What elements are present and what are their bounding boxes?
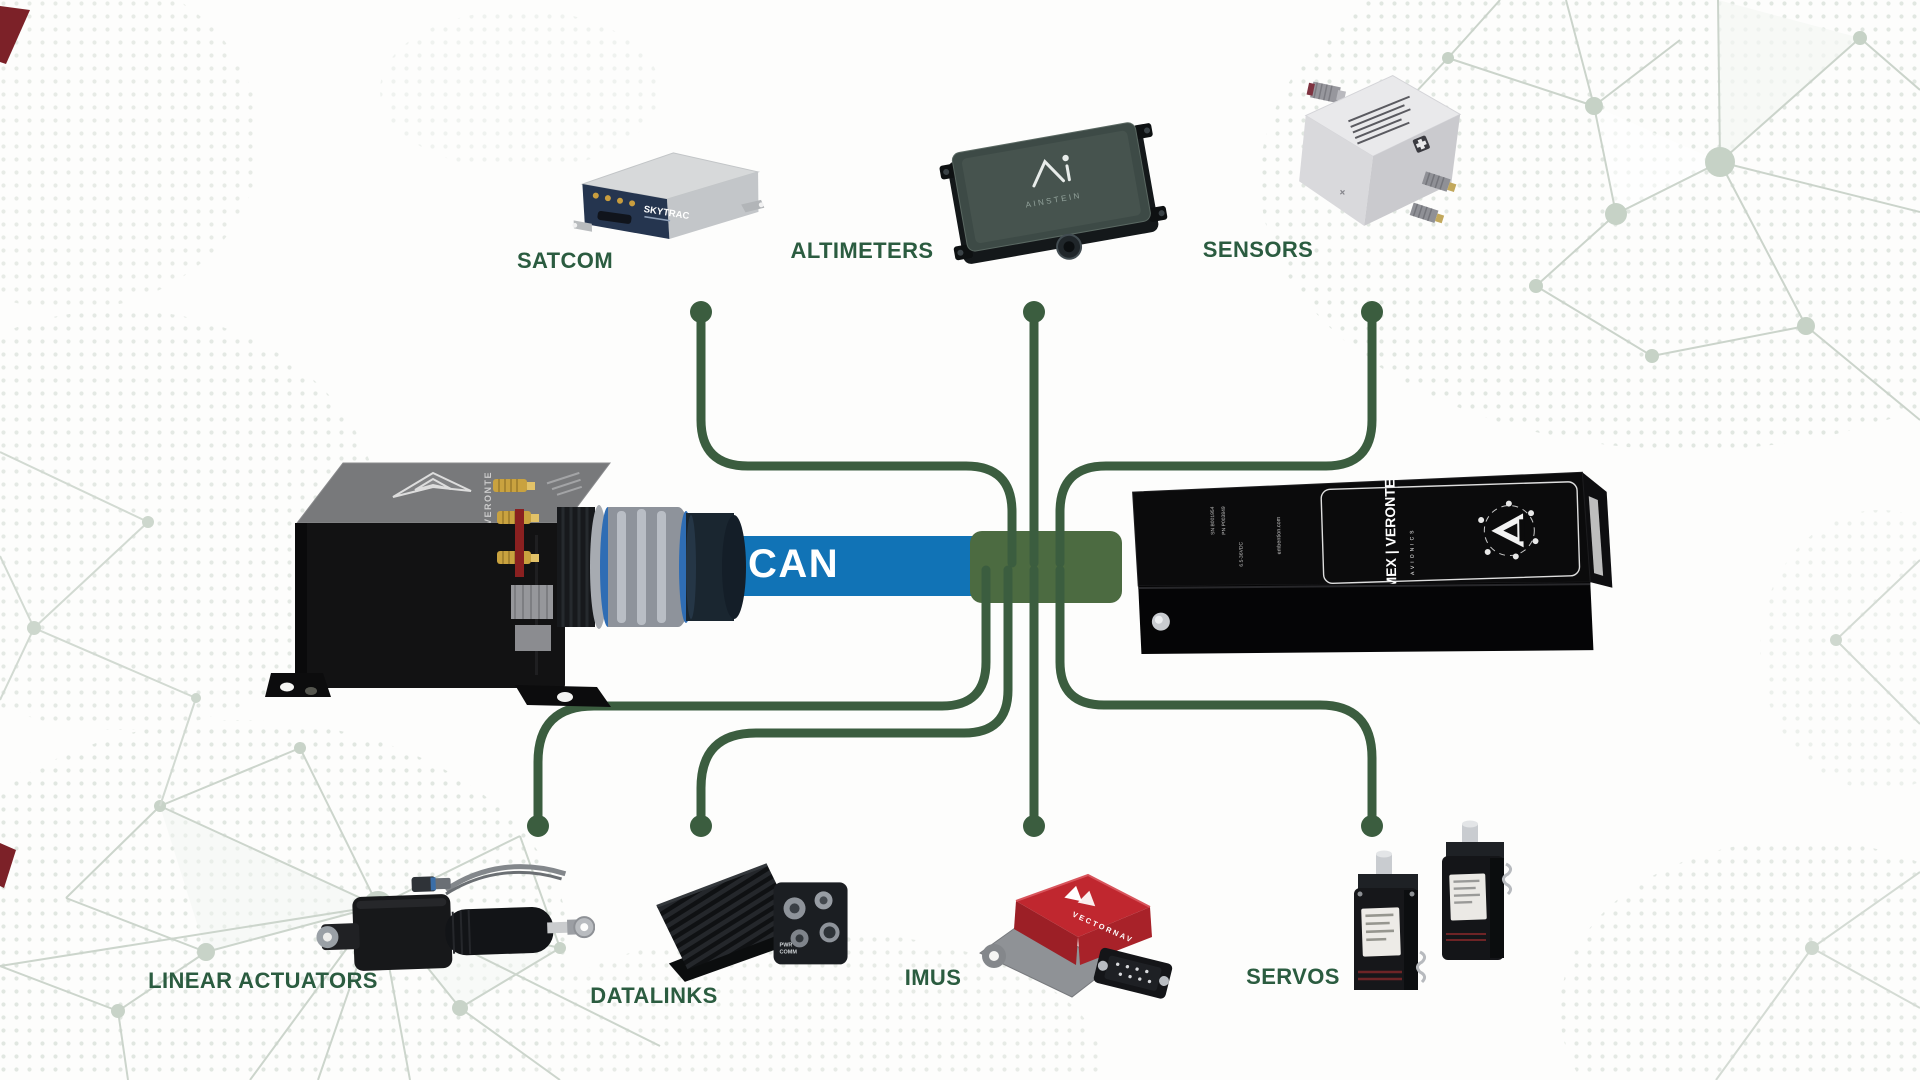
mex-pn-text: PN P003849 (1221, 506, 1227, 535)
label-altimeters: ALTIMETERS (790, 238, 934, 263)
linear-actuator-device-image (316, 864, 595, 971)
line-datalinks (696, 565, 1013, 823)
label-sensors: SENSORS (1202, 237, 1314, 262)
mesh-top-right (1379, 0, 1920, 421)
label-servos: SERVOS (1246, 964, 1340, 989)
mex-device-image: MEX | VERONTE AVIONICS embention.com SN … (1132, 471, 1613, 655)
label-imus: IMUS (904, 965, 962, 990)
autopilot-brand-text: VERONTE (483, 471, 493, 525)
label-linear-actuators: LINEAR ACTUATORS (148, 968, 378, 993)
datalink-comm-text: COMM (780, 949, 798, 955)
label-satcom: SATCOM (516, 248, 614, 273)
datalink-device-image: PWR COMM (656, 863, 848, 982)
datalink-pwr-text: PWR (780, 942, 793, 948)
mex-sn-text: SN B001954 (1210, 506, 1216, 535)
mex-title-text: MEX | VERONTE (1381, 479, 1399, 589)
mex-logo (1478, 500, 1539, 560)
satcom-device-image: SKYTRAC (572, 152, 765, 240)
mesh-right-edge (1715, 559, 1920, 1080)
can-bus-label: CAN (748, 542, 840, 586)
line-sensors (1055, 313, 1377, 568)
sensors-device-image (1299, 74, 1462, 226)
node-dot-imus (1023, 815, 1045, 837)
node-dot-altimeters (1023, 301, 1045, 323)
mex-power-text: 6.5-36VDC (1238, 541, 1244, 566)
label-datalinks: DATALINKS (590, 983, 718, 1008)
branch-end-dots (527, 301, 1383, 837)
mex-sub-text: AVIONICS (1409, 527, 1416, 575)
altimeter-device-image: AINSTEIN (939, 122, 1168, 264)
autopilot-device-image: VERONTE (265, 462, 746, 707)
can-hub (970, 531, 1122, 603)
line-servos (1055, 565, 1377, 823)
can-connector (557, 505, 746, 629)
servos-device-image (1354, 820, 1513, 990)
mesh-left-center (0, 451, 201, 807)
line-satcom (696, 313, 1017, 568)
imu-device-image: VECTORNAV (979, 873, 1173, 999)
node-dot-datalinks (690, 815, 712, 837)
node-dot-sensors (1361, 301, 1383, 323)
node-dot-servos (1361, 815, 1383, 837)
edge-red-slivers (0, 6, 30, 888)
node-dot-satcom (690, 301, 712, 323)
node-dot-linear-actuators (527, 815, 549, 837)
mex-site-text: embention.com (1276, 516, 1283, 554)
